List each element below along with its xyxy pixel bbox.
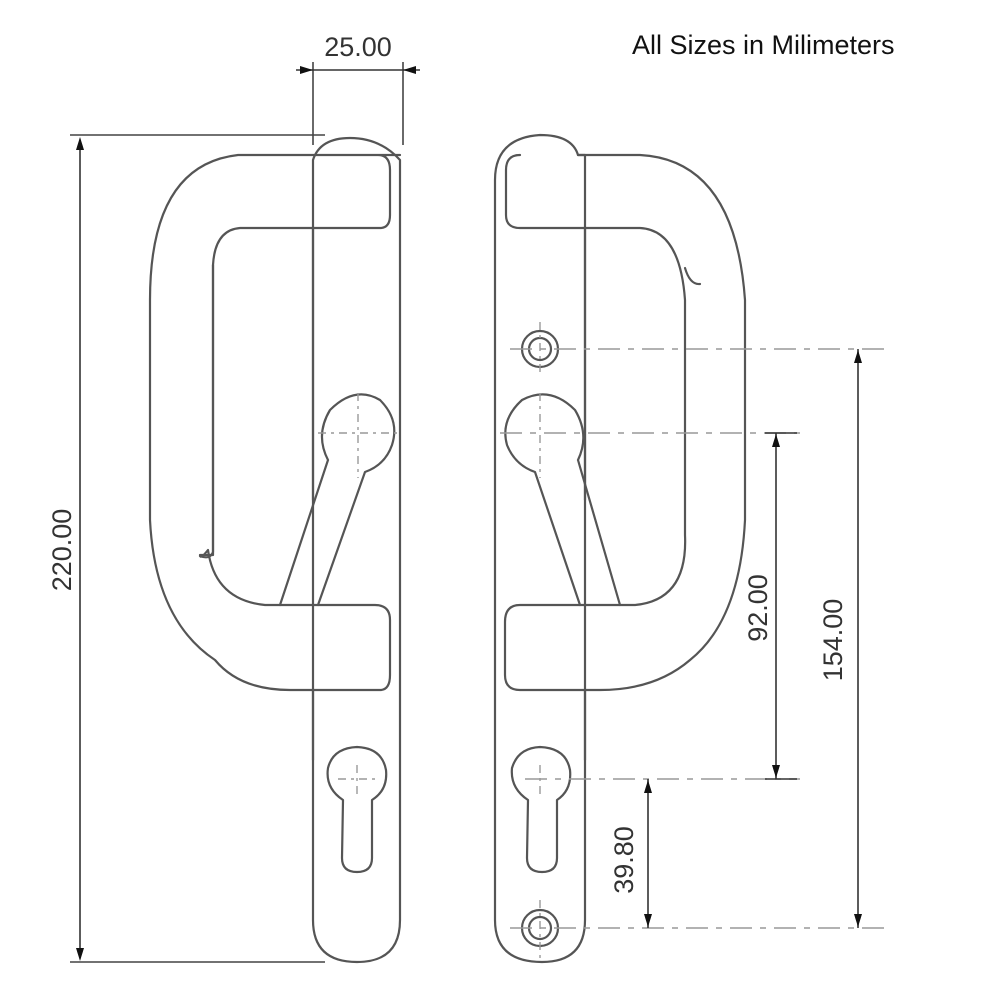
arrow-right-icon <box>300 66 313 74</box>
left-handle-grip <box>148 153 402 692</box>
arrow-up-icon <box>76 137 84 150</box>
arrow-up-icon <box>772 434 780 447</box>
left-handle-view: 220.00 25.00 <box>47 32 420 964</box>
dim-label-39-80: 39.80 <box>609 826 639 894</box>
arrow-down-icon <box>772 765 780 778</box>
left-backplate <box>311 136 402 964</box>
units-note: All Sizes in Milimeters <box>632 30 895 60</box>
arrow-left-icon <box>403 66 416 74</box>
dim-label-25: 25.00 <box>324 32 392 62</box>
right-backplate <box>493 133 587 964</box>
left-grip-inner <box>198 263 215 559</box>
right-spindle-boss <box>504 393 622 607</box>
right-handle-view: 92.00 154.00 39.80 <box>493 133 890 964</box>
left-spindle-boss <box>278 393 396 607</box>
arrow-up-icon <box>854 350 862 363</box>
arrow-down-icon <box>76 948 84 961</box>
left-cylinder-hole <box>326 745 388 874</box>
right-handle-grip <box>503 153 747 692</box>
dim-label-92: 92.00 <box>743 574 773 642</box>
arrow-up-icon <box>644 780 652 793</box>
arrow-down-icon <box>644 914 652 927</box>
right-grip-tail <box>683 266 702 286</box>
dim-label-154: 154.00 <box>818 599 848 682</box>
arrow-down-icon <box>854 914 862 927</box>
right-cylinder-hole <box>510 745 572 874</box>
dim-label-220: 220.00 <box>47 509 77 592</box>
